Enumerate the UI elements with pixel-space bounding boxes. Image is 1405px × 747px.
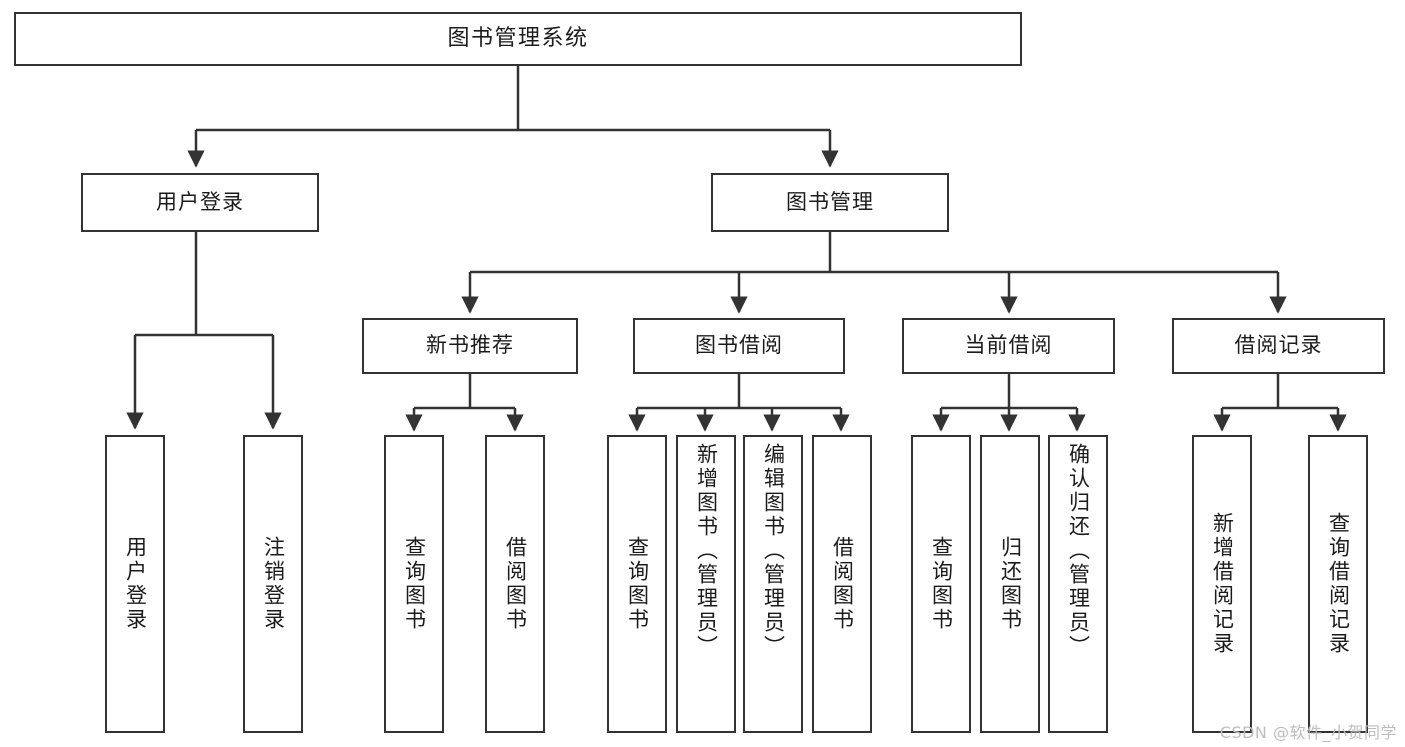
node-label: 确认归还（管理员） <box>1066 443 1091 659</box>
node-leaf-confirm-return-admin[interactable]: 确认归还（管理员） <box>1048 435 1108 733</box>
node-label: 用户登录 <box>123 536 148 632</box>
csdn-watermark: CSDN @软件_小贺同学 <box>1219 723 1397 742</box>
node-leaf-borrow-book-recommend[interactable]: 借阅图书 <box>485 435 545 733</box>
node-user-login[interactable]: 用户登录 <box>81 173 319 232</box>
node-label: 编辑图书（管理员） <box>761 443 786 659</box>
node-label: 查询图书 <box>402 536 427 632</box>
node-leaf-user-login[interactable]: 用户登录 <box>105 435 165 733</box>
node-label: 新增借阅记录 <box>1210 512 1235 656</box>
node-label: 图书管理系统 <box>447 25 589 51</box>
node-leaf-query-book-borrow[interactable]: 查询图书 <box>607 435 667 733</box>
node-label: 查询图书 <box>929 536 954 632</box>
node-label: 图书借阅 <box>695 333 783 358</box>
node-leaf-add-book-admin[interactable]: 新增图书（管理员） <box>676 435 736 733</box>
node-leaf-query-book-recommend[interactable]: 查询图书 <box>384 435 444 733</box>
node-leaf-borrow-book[interactable]: 借阅图书 <box>812 435 872 733</box>
node-leaf-query-borrow-record[interactable]: 查询借阅记录 <box>1308 435 1368 733</box>
node-leaf-add-borrow-record[interactable]: 新增借阅记录 <box>1192 435 1252 733</box>
node-label: 当前借阅 <box>964 333 1053 358</box>
node-label: 查询借阅记录 <box>1326 512 1351 656</box>
node-label: 借阅记录 <box>1234 333 1323 358</box>
node-label: 新增图书（管理员） <box>694 443 719 659</box>
node-book-borrow[interactable]: 图书借阅 <box>633 318 845 374</box>
node-borrow-record[interactable]: 借阅记录 <box>1172 318 1385 374</box>
node-root-book-management-system[interactable]: 图书管理系统 <box>14 12 1022 66</box>
node-current-borrow[interactable]: 当前借阅 <box>902 318 1115 374</box>
node-label: 注销登录 <box>261 536 286 632</box>
node-label: 借阅图书 <box>830 536 855 632</box>
node-leaf-return-book[interactable]: 归还图书 <box>980 435 1040 733</box>
node-label: 借阅图书 <box>503 536 528 632</box>
node-label: 归还图书 <box>998 536 1023 632</box>
node-label: 新书推荐 <box>426 333 514 358</box>
node-leaf-query-book-current[interactable]: 查询图书 <box>911 435 971 733</box>
node-label: 查询图书 <box>625 536 650 632</box>
node-book-management[interactable]: 图书管理 <box>711 173 949 232</box>
node-leaf-edit-book-admin[interactable]: 编辑图书（管理员） <box>743 435 803 733</box>
node-label: 图书管理 <box>786 189 874 214</box>
node-label: 用户登录 <box>156 189 244 214</box>
node-leaf-logout[interactable]: 注销登录 <box>243 435 303 733</box>
node-new-book-recommend[interactable]: 新书推荐 <box>362 318 578 374</box>
